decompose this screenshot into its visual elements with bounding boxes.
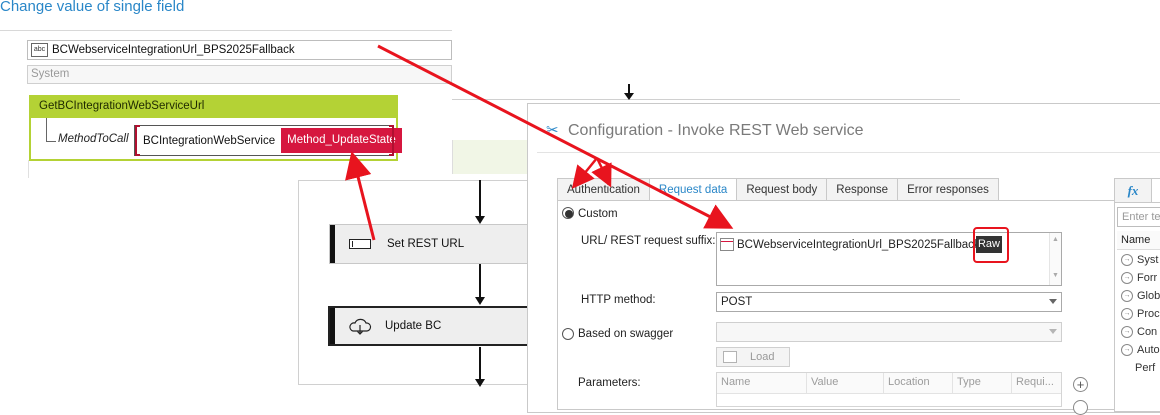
- plus-icon: +: [1076, 377, 1085, 392]
- load-button[interactable]: Load: [716, 347, 790, 367]
- tree-connector: [46, 141, 56, 142]
- flow-connector: [479, 347, 481, 380]
- workflow-node-update-bc[interactable]: Update BC: [328, 306, 534, 346]
- target-field-value: BCWebserviceIntegrationUrl_BPS2025Fallba…: [52, 44, 295, 56]
- expand-icon: →: [1121, 290, 1133, 302]
- url-scrollbar[interactable]: ▲ ▼: [1049, 233, 1061, 285]
- flow-arrow-icon: [624, 84, 634, 100]
- page-title: Change value of single field: [0, 0, 185, 15]
- swagger-select[interactable]: [716, 322, 1062, 342]
- expand-icon: →: [1121, 272, 1133, 284]
- parameters-grid[interactable]: Name Value Location Type Requi...: [716, 372, 1062, 407]
- function-name[interactable]: GetBCIntegrationWebServiceUrl: [29, 95, 398, 118]
- col-name[interactable]: Name: [717, 373, 807, 393]
- raw-highlight-box: [973, 227, 1009, 263]
- node-accent-bar: [330, 308, 335, 344]
- target-field[interactable]: abc BCWebserviceIntegrationUrl_BPS2025Fa…: [27, 40, 452, 60]
- http-method-label: HTTP method:: [581, 294, 656, 306]
- item-label: Proc: [1137, 308, 1160, 320]
- cloud-sync-icon: [349, 318, 372, 335]
- flow-arrow-icon: [475, 297, 485, 305]
- flow-arrow-icon: [475, 379, 485, 387]
- divider: [0, 30, 452, 31]
- chevron-down-icon: [1049, 299, 1057, 304]
- functions-list-item[interactable]: → Auto: [1121, 342, 1160, 358]
- flow-arrow-icon: [475, 216, 485, 224]
- background-panel-edge: [452, 99, 960, 100]
- flow-connector: [479, 180, 481, 217]
- add-parameter-button[interactable]: +: [1073, 377, 1088, 392]
- expand-icon: →: [1121, 344, 1133, 356]
- node-label: Update BC: [385, 320, 442, 332]
- text-type-icon: abc: [31, 43, 48, 57]
- parameters-label: Parameters:: [578, 377, 641, 389]
- item-label: Perf: [1135, 362, 1156, 374]
- functions-list-item[interactable]: → Forr: [1121, 270, 1160, 286]
- scroll-up-icon: ▲: [1052, 236, 1059, 243]
- refresh-icon: [723, 351, 737, 363]
- workflow-canvas: [298, 180, 532, 385]
- item-label: Glob: [1137, 290, 1160, 302]
- col-location[interactable]: Location: [884, 373, 953, 393]
- tab-next[interactable]: [1151, 178, 1160, 203]
- divider: [28, 160, 29, 178]
- workflow-node-set-rest-url[interactable]: Set REST URL: [329, 224, 534, 264]
- expand-icon: →: [1121, 254, 1133, 266]
- functions-list-item[interactable]: → Syst: [1121, 252, 1160, 268]
- item-label: Syst: [1137, 254, 1159, 266]
- tree-connector: [46, 118, 47, 142]
- functions-list-item[interactable]: Perf: [1121, 360, 1160, 376]
- divider: [537, 152, 1160, 153]
- load-button-label: Load: [750, 351, 775, 363]
- field-token-icon: [720, 238, 734, 251]
- raw-chip[interactable]: Raw: [976, 236, 1002, 253]
- tab-strip: Authentication Request data Request body…: [557, 178, 999, 208]
- http-method-select[interactable]: POST: [716, 292, 1062, 312]
- tools-icon: ✂: [546, 122, 559, 139]
- expand-icon: →: [1121, 326, 1133, 338]
- remove-parameter-button[interactable]: [1073, 400, 1088, 415]
- workflow-area-highlight: [452, 140, 532, 174]
- grid-header: Name Value Location Type Requi...: [717, 373, 1061, 394]
- item-label: Con: [1137, 326, 1158, 338]
- param-label-method-to-call: MethodToCall: [58, 133, 129, 145]
- scroll-down-icon: ▼: [1052, 272, 1059, 279]
- url-token-text: BCWebserviceIntegrationUrl_BPS2025Fallba…: [737, 238, 980, 251]
- functions-list-item[interactable]: → Glob: [1121, 288, 1160, 304]
- param-value-box[interactable]: BCIntegrationWebService Method_UpdateSta…: [134, 125, 402, 156]
- col-value[interactable]: Value: [807, 373, 884, 393]
- functions-list-item[interactable]: → Proc: [1121, 306, 1160, 322]
- node-accent-bar: [330, 225, 335, 263]
- node-label: Set REST URL: [387, 238, 465, 250]
- chevron-down-icon: [1049, 329, 1057, 334]
- expand-icon: →: [1121, 308, 1133, 320]
- param-value-text: BCIntegrationWebService: [143, 134, 276, 147]
- tab-functions[interactable]: fx: [1114, 178, 1152, 203]
- col-required[interactable]: Requi...: [1016, 376, 1054, 388]
- param-value-chip[interactable]: Method_UpdateState: [281, 128, 402, 153]
- item-label: Auto: [1137, 344, 1160, 356]
- flow-connector: [479, 264, 481, 298]
- functions-list-item[interactable]: → Con: [1121, 324, 1160, 340]
- custom-radio[interactable]: [562, 207, 574, 219]
- col-type[interactable]: Type: [953, 373, 1012, 393]
- custom-label: Custom: [578, 208, 618, 220]
- swagger-radio[interactable]: [562, 328, 574, 340]
- text-field-icon: [349, 239, 371, 249]
- url-label: URL/ REST request suffix:: [581, 235, 716, 247]
- swagger-label: Based on swagger: [578, 328, 674, 340]
- url-token[interactable]: BCWebserviceIntegrationUrl_BPS2025Fallba…: [720, 236, 980, 253]
- http-method-value: POST: [721, 296, 753, 308]
- system-field[interactable]: System: [27, 65, 452, 84]
- item-label: Forr: [1137, 272, 1158, 284]
- functions-name-header[interactable]: Name: [1117, 231, 1160, 250]
- dialog-title: Configuration - Invoke REST Web service: [568, 122, 864, 139]
- url-input[interactable]: [716, 232, 1062, 286]
- functions-search-input[interactable]: Enter te: [1117, 207, 1160, 227]
